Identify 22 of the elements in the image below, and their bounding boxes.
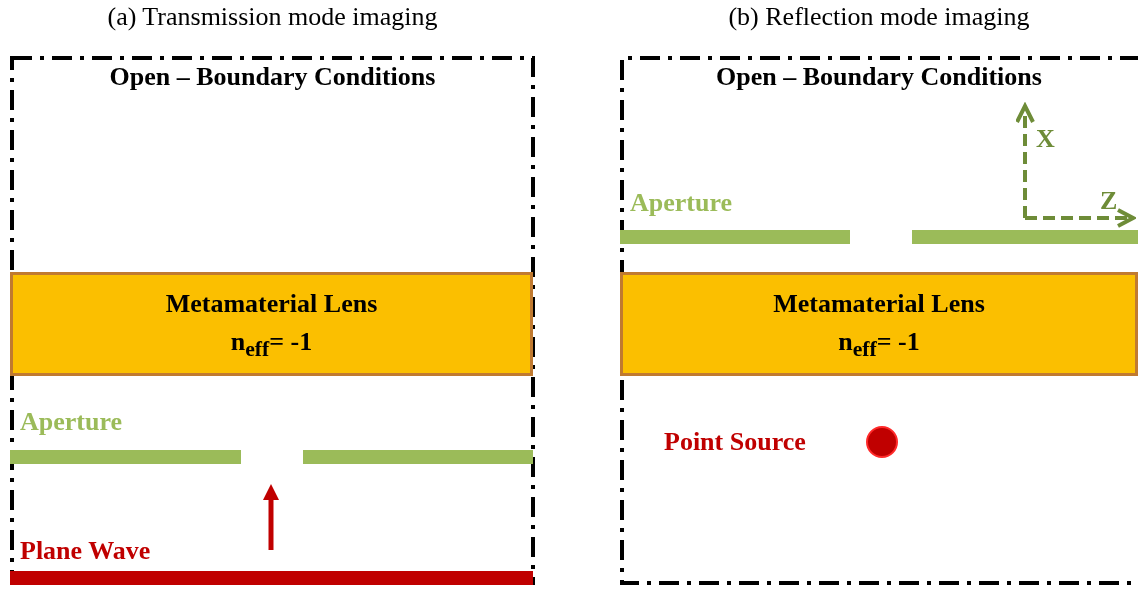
axis-label: Z xyxy=(1100,186,1118,216)
point-source-dot xyxy=(866,426,898,458)
part-label: Plane Wave xyxy=(20,536,151,566)
part-label: Aperture xyxy=(630,188,733,218)
lens-title: Metamaterial Lens xyxy=(773,289,985,319)
lens-slab xyxy=(620,272,1138,376)
aperture-bar xyxy=(620,230,850,244)
aperture-bar xyxy=(10,450,241,464)
refractive-index-text: n$_{eff}$= -1 xyxy=(230,327,313,363)
panel-caption: (b) Reflection mode imaging xyxy=(728,2,1030,32)
boundary-title: Open – Boundary Conditions xyxy=(716,62,1042,92)
aperture-bar xyxy=(912,230,1138,244)
part-label: Aperture xyxy=(20,407,123,437)
lens-title: Metamaterial Lens xyxy=(165,289,378,319)
aperture-bar xyxy=(303,450,533,464)
refractive-index-text: n$_{eff}$= -1 xyxy=(838,327,920,363)
lens-slab xyxy=(10,272,533,376)
plane-wave-bar xyxy=(10,571,533,585)
panel-caption: (a) Transmission mode imaging xyxy=(107,2,438,32)
part-label: Point Source xyxy=(664,427,806,457)
boundary-title: Open – Boundary Conditions xyxy=(109,62,436,92)
axis-label: X xyxy=(1036,124,1055,154)
